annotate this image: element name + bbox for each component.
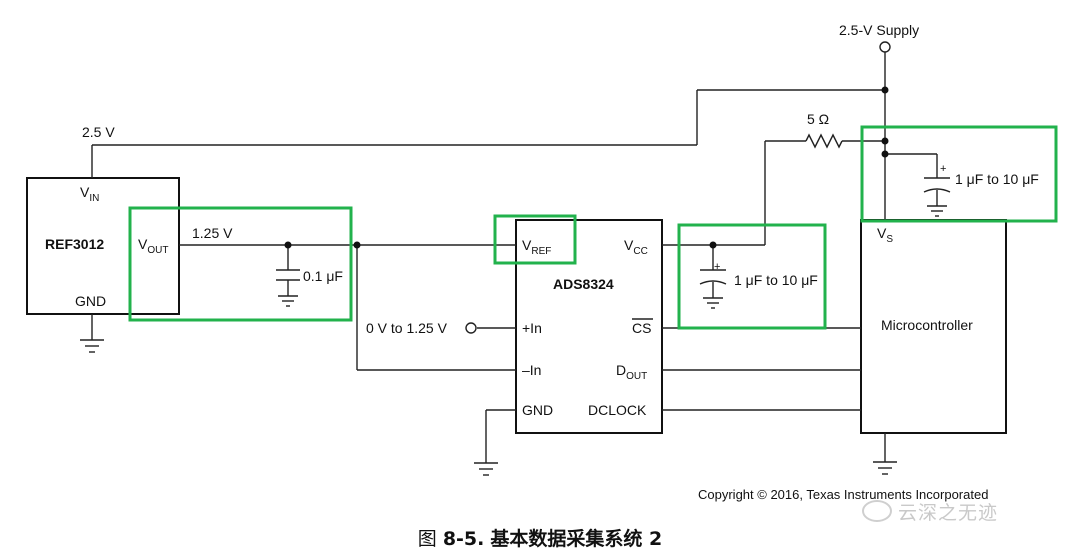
supply-terminal [879, 41, 891, 53]
watermark-text: 云深之无迹 [898, 502, 999, 524]
ref3012-label: REF3012 [45, 236, 104, 252]
adc-pin-dout: DOUT [616, 362, 647, 382]
ground-symbol [873, 461, 897, 475]
adc-pin-in-minus: –In [522, 362, 541, 378]
ground-symbol [927, 205, 947, 217]
ground-symbol [474, 462, 498, 476]
adc-pin-in-plus: +In [522, 320, 542, 336]
adc-pin-cs: CS [632, 320, 651, 336]
ref-pin-vout: VOUT [138, 236, 168, 256]
copyright-notice: Copyright © 2016, Texas Instruments Inco… [698, 487, 989, 502]
highlight-vcc-decoupling [677, 223, 827, 330]
caption-title: 基本数据采集系统 2 [490, 528, 663, 550]
adc-pin-vcc: VCC [624, 237, 648, 257]
polarity-mark: + [940, 163, 946, 175]
junction-dot [284, 241, 292, 249]
junction-dot [709, 241, 717, 249]
vout-voltage-label: 1.25 V [192, 225, 233, 241]
ground-symbol [278, 295, 298, 307]
ref-pin-gnd: GND [75, 293, 106, 309]
ads8324-label: ADS8324 [553, 276, 614, 292]
polarity-mark: + [714, 261, 720, 273]
junction-dot [353, 241, 361, 249]
microcontroller-label: Microcontroller [881, 317, 973, 333]
caption-number: 8-5. [442, 528, 485, 550]
capacitor-vcc-bypass [699, 269, 727, 285]
capacitor-mcu-bypass [923, 177, 951, 193]
junction-dot [881, 86, 889, 94]
ref-input-voltage: 2.5 V [82, 124, 115, 140]
cap-0p1uf-label: 0.1 μF [303, 268, 343, 284]
ground-symbol [80, 339, 104, 353]
ground-symbol [703, 297, 723, 309]
ref3012-box [26, 177, 180, 315]
highlight-vref-pin [493, 214, 577, 265]
watermark: 云深之无迹 [862, 498, 998, 525]
capacitor-0p1uf [276, 269, 300, 281]
input-range-label: 0 V to 1.25 V [366, 320, 448, 336]
junction-dot [881, 150, 889, 158]
schematic-diagram: 2.5-V Supply 2.5 V VIN REF3012 VOUT GND … [26, 22, 1058, 476]
supply-label: 2.5-V Supply [839, 22, 919, 38]
vcc-cap-label: 1 μF to 10 μF [734, 272, 818, 288]
ads8324-box [515, 219, 663, 434]
wechat-icon [862, 500, 892, 522]
ref-pin-vin: VIN [80, 184, 99, 204]
junction-dot [881, 137, 889, 145]
caption-prefix: 图 [417, 528, 437, 550]
highlight-vs-decoupling [860, 125, 1058, 223]
mcu-pin-vs: VS [877, 225, 893, 245]
resistor-5ohm [805, 133, 843, 149]
figure-caption: 图 8-5. 基本数据采集系统 2 [0, 524, 1080, 551]
adc-pin-dclock: DCLOCK [588, 402, 647, 418]
adc-pin-gnd: GND [522, 402, 553, 418]
adc-pin-vref: VREF [522, 237, 551, 257]
mcu-cap-label: 1 μF to 10 μF [955, 171, 1039, 187]
input-terminal [465, 322, 477, 334]
highlight-vout-decoupling [128, 206, 353, 322]
resistor-label: 5 Ω [807, 111, 829, 127]
